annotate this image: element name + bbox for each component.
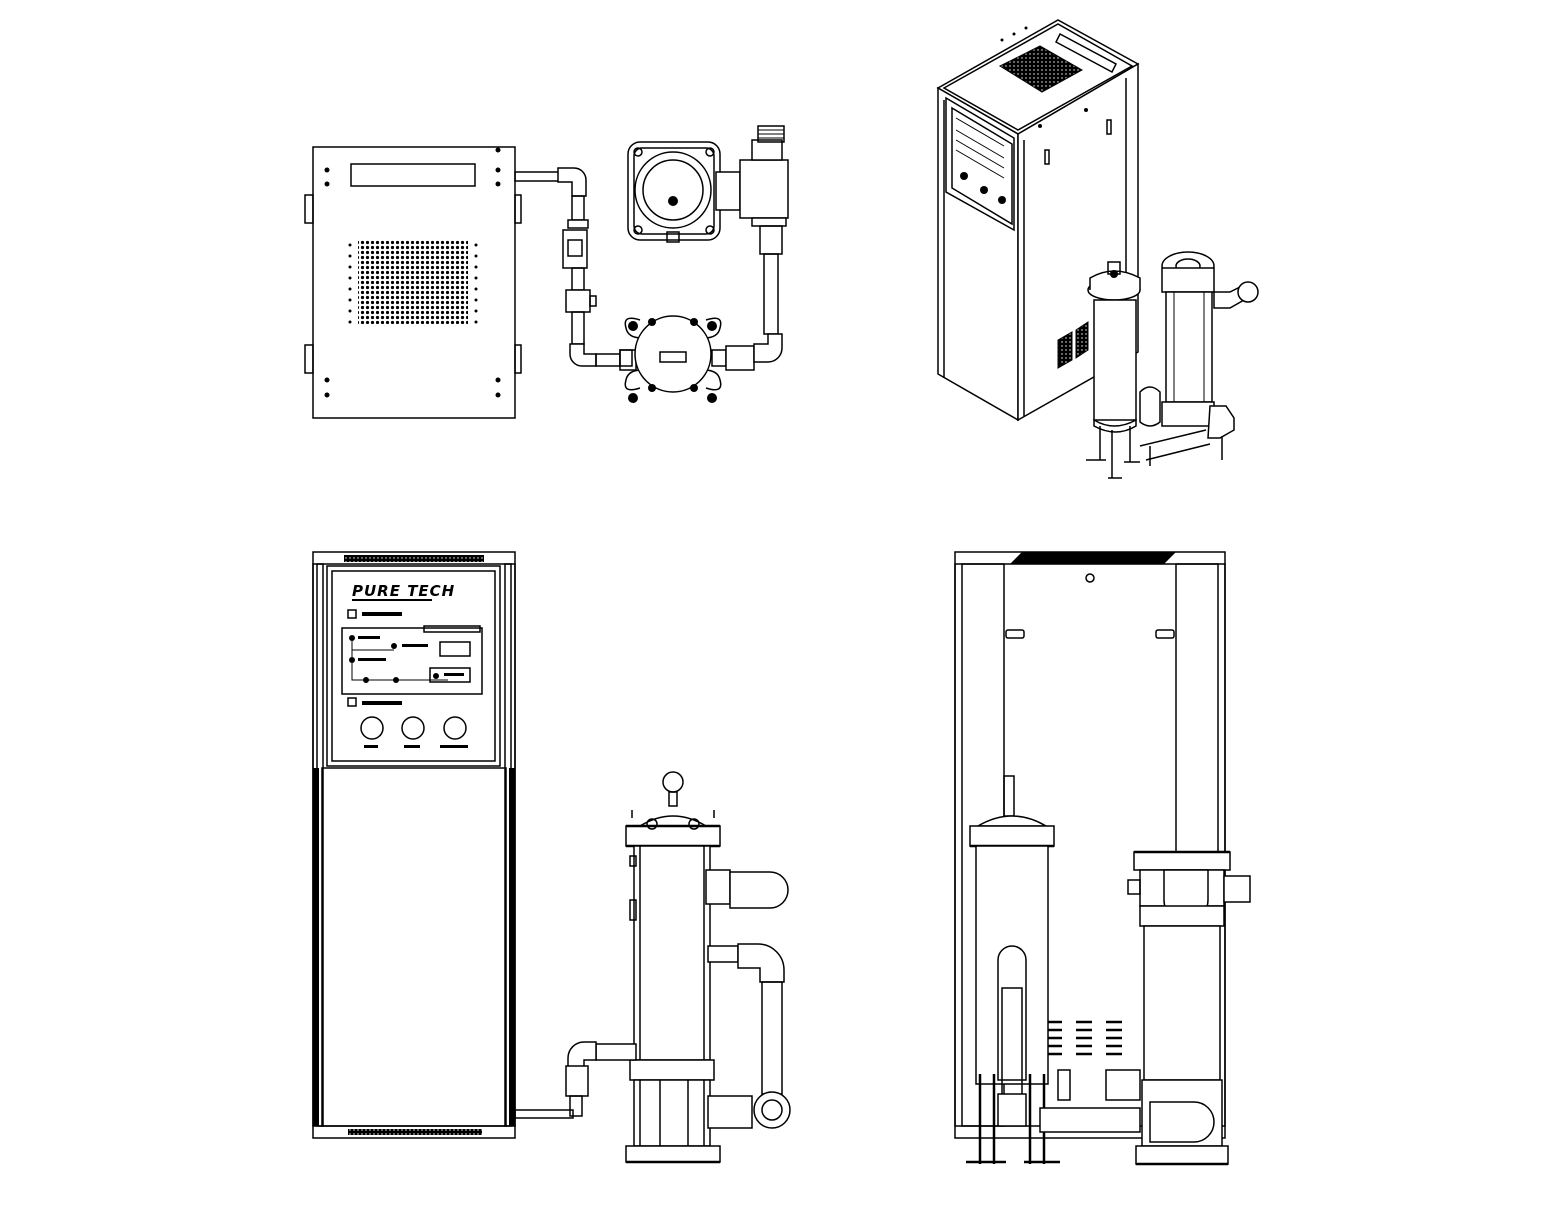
filter-head-top bbox=[619, 315, 783, 403]
rear-view bbox=[954, 551, 1251, 1166]
cabinet-front: PURE TECH bbox=[312, 551, 516, 1139]
isometric-view bbox=[936, 19, 1259, 479]
filter-housing-rear bbox=[966, 775, 1141, 1164]
top-view bbox=[304, 125, 789, 419]
brand-logo: PURE TECH bbox=[352, 582, 455, 600]
front-view: PURE TECH bbox=[312, 551, 791, 1164]
uv-chamber-isometric bbox=[1139, 251, 1259, 466]
piping-top bbox=[514, 167, 637, 371]
filter-housing-front bbox=[514, 771, 791, 1164]
pump-head-top bbox=[627, 125, 789, 335]
uv-chamber-rear bbox=[1127, 850, 1251, 1166]
filter-housing-isometric bbox=[1086, 261, 1141, 479]
cabinet-top bbox=[304, 146, 522, 419]
